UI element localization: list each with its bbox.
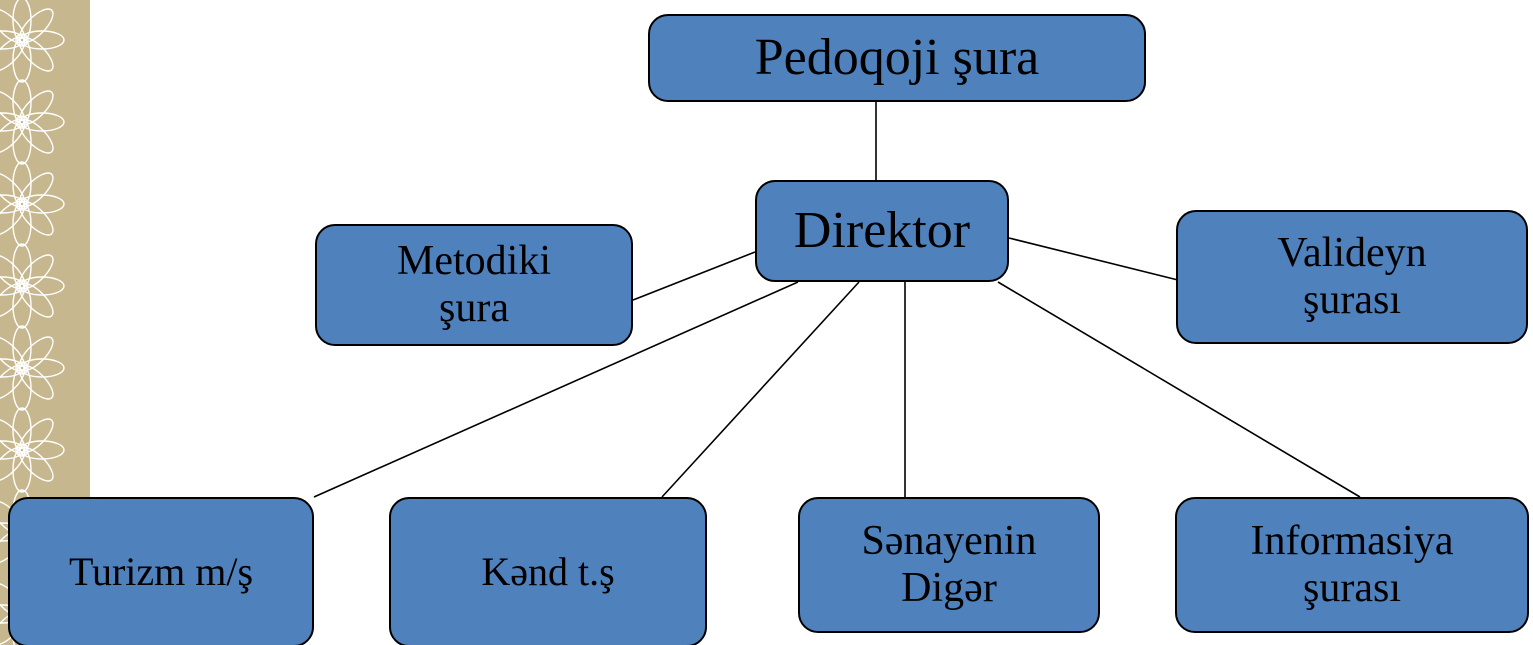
node-label-line: Sənayenin bbox=[861, 517, 1037, 564]
node-label-line: şurası bbox=[1303, 277, 1401, 323]
node-label-line: Digər bbox=[901, 565, 997, 611]
node-metodiki-sura: Metodiki şura bbox=[315, 224, 633, 346]
node-valideyn-surasi: Valideyn şurası bbox=[1176, 210, 1528, 344]
flower-ornament bbox=[0, 325, 65, 411]
flower-ornament bbox=[0, 243, 65, 329]
node-turizm: Turizm m/ş bbox=[8, 497, 314, 645]
connector-direktor-metodiki bbox=[632, 251, 756, 301]
node-kend: Kənd t.ş bbox=[389, 497, 707, 645]
node-label-line: Kənd t.ş bbox=[481, 548, 615, 594]
node-label-line: şura bbox=[439, 285, 509, 331]
node-label-line: Valideyn bbox=[1277, 229, 1427, 276]
flower-ornament bbox=[0, 161, 65, 247]
connector-direktor-kend bbox=[661, 281, 860, 498]
node-label-line: şurası bbox=[1303, 565, 1401, 611]
flower-ornament bbox=[0, 0, 65, 83]
node-label-line: Metodiki bbox=[397, 237, 551, 284]
connector-direktor-info bbox=[997, 281, 1361, 498]
node-informasiya-surasi: Informasiya şurası bbox=[1175, 497, 1529, 633]
node-pedoqoji-sura: Pedoqoji şura bbox=[648, 14, 1146, 102]
flower-ornament bbox=[0, 407, 65, 493]
connector-direktor-valideyn bbox=[1008, 237, 1191, 284]
node-direktor: Direktor bbox=[755, 180, 1009, 282]
flower-ornament bbox=[0, 79, 65, 165]
node-label-line: Pedoqoji şura bbox=[754, 28, 1040, 86]
node-senayenin-diger: Sənayenin Digər bbox=[798, 497, 1100, 633]
connector-direktor-turizm bbox=[313, 281, 799, 498]
node-label-line: Informasiya bbox=[1250, 517, 1454, 564]
node-label-line: Turizm m/ş bbox=[68, 548, 254, 594]
node-label-line: Direktor bbox=[793, 201, 971, 259]
